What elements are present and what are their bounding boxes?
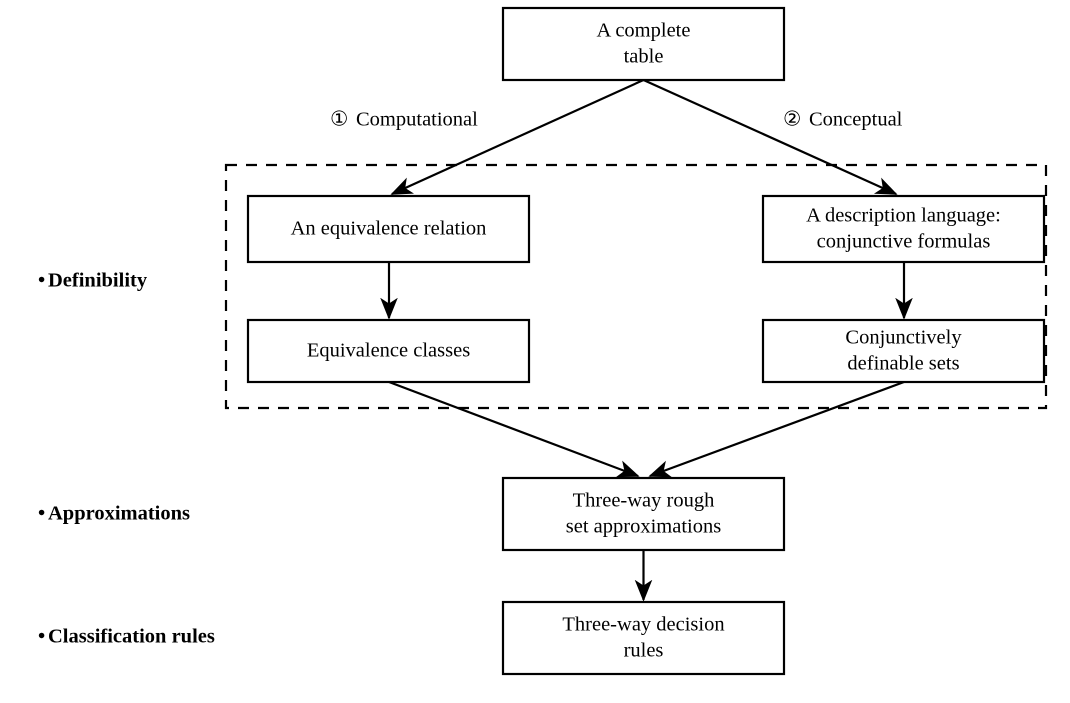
edge-label-computational: ① Computational	[330, 109, 478, 131]
node-box-equivalence-classes[interactable]	[246, 318, 531, 384]
edge-label-computational-text: Computational	[356, 109, 478, 131]
edge-label-conceptual: ② Conceptual	[783, 109, 903, 131]
node-label-description-language-line2: conjunctive formulas	[817, 231, 991, 253]
node-box-complete-table[interactable]	[501, 6, 786, 82]
stage-label-definibility: • Definibility	[38, 270, 148, 292]
circled-number-one-icon: ①	[330, 109, 348, 131]
edge-definable-sets-to-approximations	[648, 380, 905, 478]
node-box-description-language[interactable]	[761, 194, 1046, 264]
bullet-icon-approximations: •	[38, 503, 45, 525]
stage-label-approximations: • Approximations	[38, 503, 190, 525]
edge-complete-table-to-description-language	[643, 78, 898, 196]
bullet-icon-classification-rules: •	[38, 626, 45, 648]
node-label-definable-sets-line2: definable sets	[847, 353, 959, 375]
stage-label-classification-rules-text: Classification rules	[48, 626, 215, 648]
node-label-rules-line2: rules	[624, 640, 664, 662]
bullet-icon-definibility: •	[38, 270, 45, 292]
edge-equivalence-classes-to-approximations	[388, 380, 640, 478]
node-box-three-way-approximations[interactable]	[501, 476, 786, 552]
node-label-complete-table-line1: A complete	[597, 20, 691, 42]
stage-label-classification-rules: • Classification rules	[38, 626, 215, 648]
node-box-conjunctively-definable-sets[interactable]	[761, 318, 1046, 384]
node-three-way-rules[interactable]: Three-way decision rules	[501, 600, 786, 676]
connectors	[380, 78, 913, 602]
node-label-rules-line1: Three-way decision	[562, 614, 724, 636]
node-box-three-way-rules[interactable]	[501, 600, 786, 676]
node-equivalence-classes[interactable]: Equivalence classes	[246, 318, 531, 384]
node-complete-table[interactable]: A complete table	[501, 6, 786, 82]
stage-label-definibility-text: Definibility	[48, 270, 148, 292]
node-label-equivalence-classes: Equivalence classes	[307, 340, 470, 362]
node-label-approximations-line1: Three-way rough	[573, 490, 715, 512]
node-description-language[interactable]: A description language: conjunctive form…	[761, 194, 1046, 264]
definibility-group-frame	[224, 163, 1048, 410]
node-label-equivalence-relation: An equivalence relation	[291, 218, 487, 240]
node-equivalence-relation[interactable]: An equivalence relation	[246, 194, 531, 264]
circled-number-two-icon: ②	[783, 109, 801, 131]
node-label-description-language-line1: A description language:	[806, 205, 1001, 227]
node-label-approximations-line2: set approximations	[566, 516, 721, 538]
node-label-definable-sets-line1: Conjunctively	[845, 327, 962, 349]
node-label-complete-table-line2: table	[624, 46, 664, 68]
node-three-way-approximations[interactable]: Three-way rough set approximations	[501, 476, 786, 552]
edge-complete-table-to-equivalence-relation	[390, 78, 644, 196]
edge-label-conceptual-text: Conceptual	[809, 109, 903, 131]
stage-label-approximations-text: Approximations	[48, 503, 190, 525]
node-conjunctively-definable-sets[interactable]: Conjunctively definable sets	[761, 318, 1046, 384]
node-box-equivalence-relation[interactable]	[246, 194, 531, 264]
